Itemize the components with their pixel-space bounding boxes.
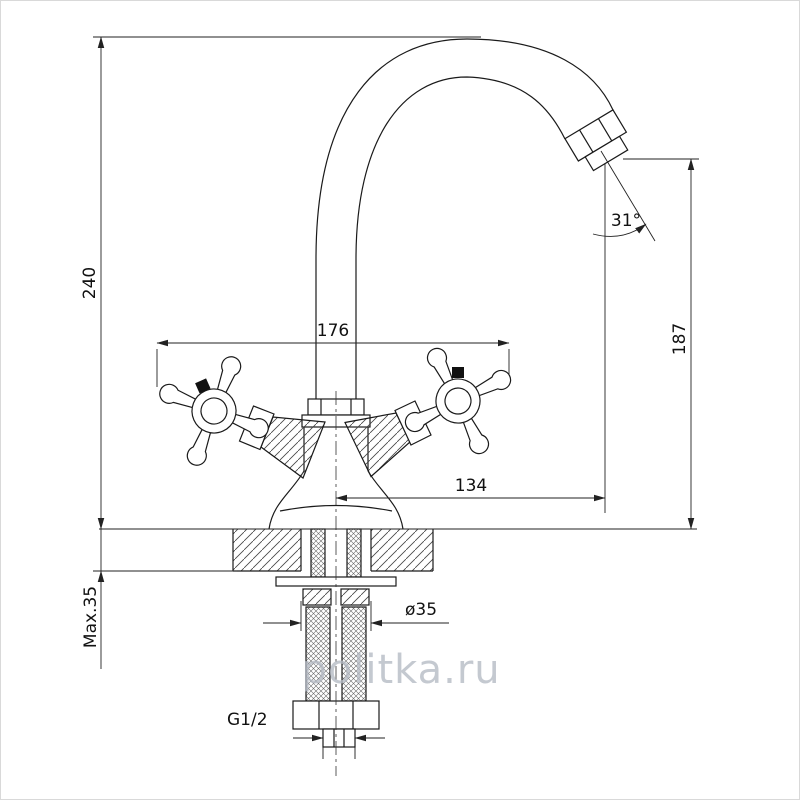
right-handle-index-cap — [452, 367, 464, 378]
countertop-section — [232, 529, 434, 572]
dim-handle-span-label: 176 — [317, 321, 349, 341]
right-handle — [404, 347, 512, 455]
dim-max-deck-label: Max.35 — [81, 586, 101, 648]
dim-thread-size-label: G1/2 — [227, 710, 268, 730]
hose-nut — [292, 700, 380, 759]
dimension-labels: 240 187 176 134 31° Max.35 ø35 G1/2 — [80, 211, 690, 730]
left-handle-index-cap — [195, 378, 211, 394]
left-handle — [159, 356, 269, 466]
spout — [315, 38, 614, 403]
dim-spout-angle-label: 31° — [611, 211, 641, 231]
dim-spout-height-label: 187 — [670, 323, 690, 355]
mounting-studs — [310, 528, 362, 578]
thread-stub — [322, 728, 356, 748]
dim-spout-reach-label: 134 — [455, 476, 487, 496]
dimension-lines — [93, 36, 699, 742]
supply-hoses — [305, 606, 367, 702]
fixing-nuts — [302, 588, 370, 606]
dim-hole-diameter-label: ø35 — [405, 600, 437, 620]
watermark-text: politka.ru — [301, 647, 500, 693]
aerator — [564, 109, 629, 172]
angle-annotation — [592, 150, 656, 242]
dim-total-height-label: 240 — [80, 267, 100, 299]
